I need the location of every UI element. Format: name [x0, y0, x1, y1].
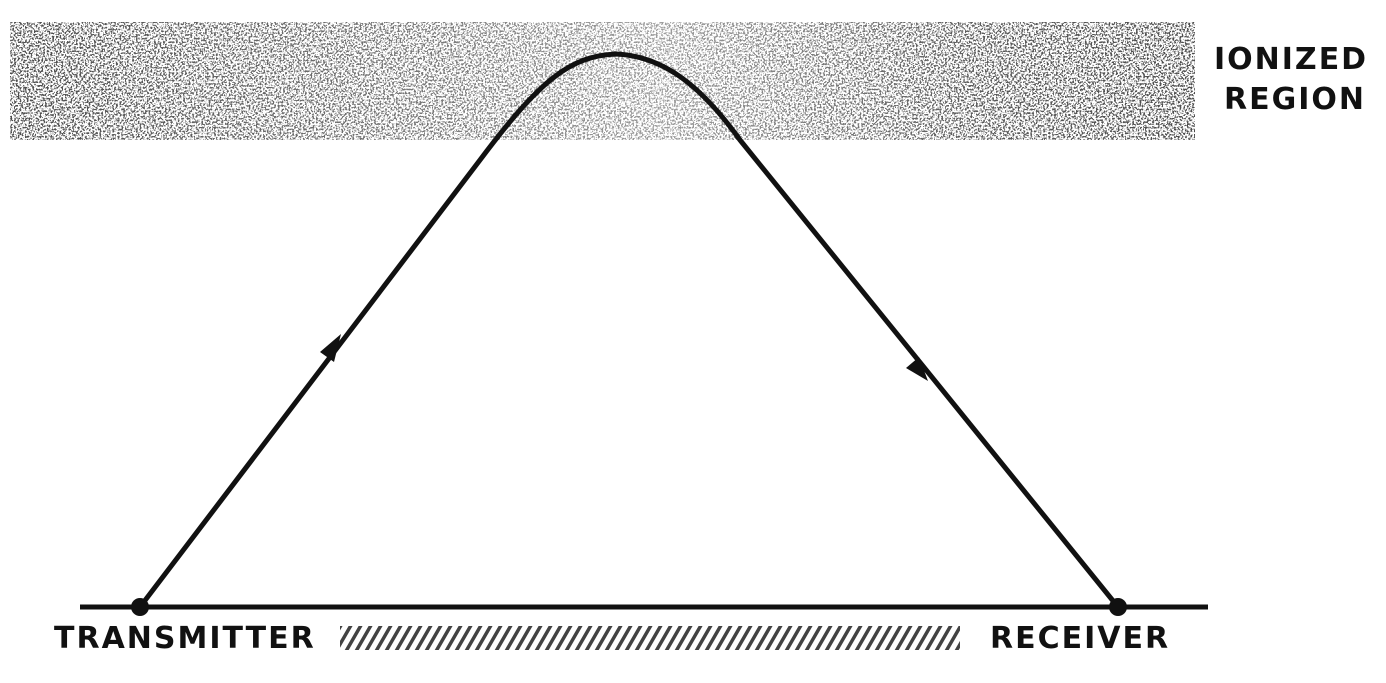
upward-arrow-icon: [320, 334, 341, 362]
transmitter-dot: [131, 598, 149, 616]
receiver-dot: [1109, 598, 1127, 616]
receiver-label: RECEIVER: [990, 621, 1171, 656]
downward-arrow-icon: [906, 357, 928, 381]
ionized-region-label: IONIZED REGION: [1214, 40, 1368, 120]
transmitter-label: TRANSMITTER: [54, 621, 316, 656]
sky-wave-path: [138, 51, 1120, 609]
ground-hatching: [340, 626, 960, 650]
ionized-label-line1: IONIZED: [1214, 42, 1369, 77]
ionized-region-band: [10, 22, 1195, 140]
ionized-label-line2: REGION: [1224, 82, 1366, 117]
